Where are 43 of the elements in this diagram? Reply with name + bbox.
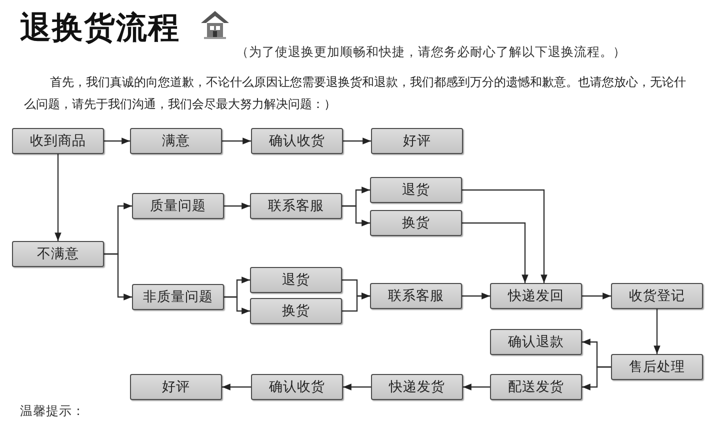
process-box: 售后处理 (611, 354, 703, 380)
process-box: 换货 (250, 298, 342, 324)
process-box: 快递发货 (371, 374, 463, 400)
process-box: 收到商品 (12, 128, 104, 154)
intro-paragraph: 首先，我们真诚的向您道歉，不论什么原因让您需要退换货和退款，我们都感到万分的遗憾和歉意。也请您放心，无论什么问题，请先于我们沟通，我们会尽最大努力解决问题：） (24, 74, 687, 113)
process-box: 快递发回 (490, 283, 582, 309)
process-box: 联系客服 (370, 283, 462, 309)
process-box: 联系客服 (250, 193, 342, 219)
arrow (342, 292, 370, 312)
process-box: 确认收货 (251, 374, 343, 400)
process-box: 满意 (130, 128, 222, 154)
process-box: 换货 (370, 210, 462, 236)
arrow (104, 138, 130, 144)
arrow (54, 154, 62, 241)
process-box: 确认退款 (490, 329, 582, 355)
arrow (582, 366, 611, 390)
process-box: 非质量问题 (132, 284, 224, 310)
process-box: 退货 (370, 177, 462, 203)
arrow (462, 292, 490, 300)
tip-heading: 温馨提示： (20, 403, 85, 420)
process-box: 好评 (130, 374, 222, 400)
arrow (462, 189, 548, 283)
arrow (582, 292, 611, 300)
arrow (654, 309, 660, 354)
arrow (224, 296, 250, 314)
subtitle: （为了使退换更加顺畅和快捷，请您务必耐心了解以下退换流程。） (236, 44, 626, 61)
process-box: 退货 (250, 267, 342, 293)
title: 退换货流程 (20, 10, 180, 46)
process-box: 收货登记 (611, 283, 703, 309)
process-box: 确认收货 (251, 128, 343, 154)
arrow (222, 384, 251, 390)
arrow (343, 384, 371, 390)
process-box: 配送发货 (490, 374, 582, 400)
arrow (462, 222, 528, 283)
process-box: 不满意 (12, 241, 104, 267)
arrow (343, 138, 371, 144)
arrow (222, 138, 251, 144)
process-box: 好评 (371, 128, 463, 154)
process-box: 质量问题 (132, 193, 224, 219)
arrow (463, 384, 490, 390)
arrow (342, 205, 370, 226)
arrow (104, 253, 132, 300)
arrow (224, 202, 250, 210)
